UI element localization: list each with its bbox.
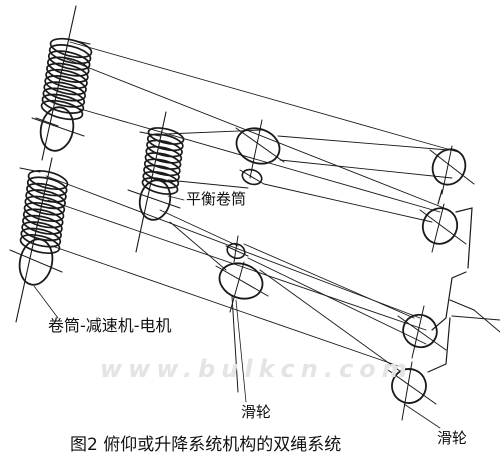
watermark-text: www.bulkcn.com	[100, 355, 413, 383]
drum-winding	[146, 139, 183, 158]
drum-winding	[26, 182, 67, 203]
drum-winding	[40, 99, 84, 121]
drum-winding	[47, 50, 91, 71]
drum-winding	[24, 195, 66, 216]
wire-ropes	[45, 41, 459, 375]
pulley-right-top	[419, 145, 475, 269]
drum-winding	[22, 214, 63, 235]
figure-caption: 图2 俯仰或升降系统机构的双绳系统	[70, 435, 342, 455]
drum-winding	[145, 145, 183, 164]
drum-winding	[22, 208, 64, 229]
label-drum-reducer-motor: 卷筒-减速机-电机	[48, 316, 172, 335]
label-pulley-left: 滑轮	[241, 403, 272, 421]
drum-winding	[20, 227, 62, 248]
drum-winding	[46, 56, 90, 77]
drum-winding	[41, 93, 85, 114]
balance-drum	[127, 111, 185, 253]
drum-winding	[27, 170, 69, 190]
drum-winding	[146, 133, 184, 152]
drum-winding	[23, 202, 65, 222]
drum-winding	[48, 44, 92, 65]
drum-winding	[42, 87, 86, 108]
drum-winding	[25, 189, 66, 210]
drum-winding	[143, 158, 181, 177]
drum-winding	[46, 62, 89, 83]
drum-upper-main	[31, 5, 93, 161]
drum-lower-main	[9, 157, 69, 323]
drum-winding	[45, 68, 88, 90]
drum-winding	[44, 75, 87, 96]
pulley-lower-mid	[215, 235, 269, 393]
pulley-right-bottom	[387, 271, 500, 421]
drum-winding	[147, 127, 185, 145]
pulley-upper-mid	[235, 119, 285, 186]
drum-winding	[49, 37, 93, 59]
label-pulley-right: 滑轮	[437, 429, 468, 447]
drum-winding	[141, 177, 179, 195]
label-balance-drum: 平衡卷筒	[186, 190, 247, 208]
label-leaders	[33, 195, 441, 429]
drum-winding	[144, 152, 182, 170]
drum-winding	[142, 170, 180, 189]
drum-winding	[26, 176, 68, 197]
drum-winding	[43, 81, 87, 102]
